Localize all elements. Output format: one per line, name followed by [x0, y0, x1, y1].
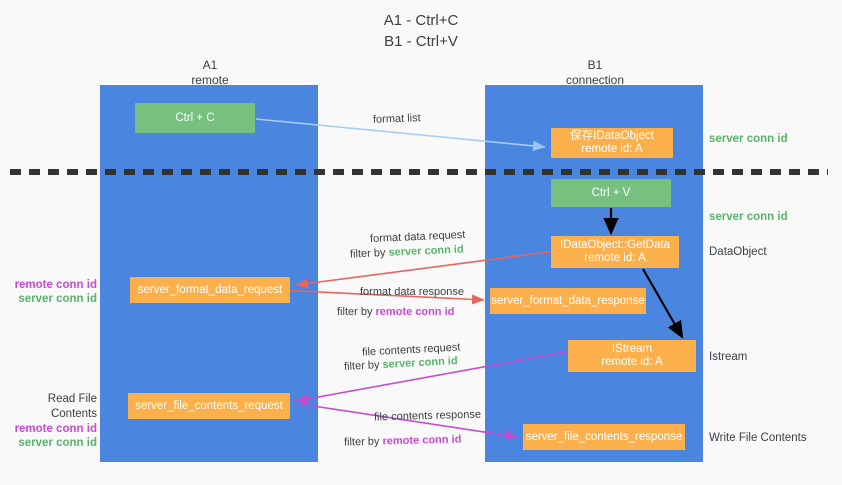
- edge-label-format-data-request-filter: filter by server conn id: [350, 243, 464, 262]
- node-getdata-line2: remote id: A: [584, 252, 646, 264]
- annotation-read-file-contents: Read File Contents: [47, 393, 97, 420]
- node-ctrl-c-label: Ctrl + C: [175, 111, 215, 124]
- filter-prefix-1: filter by: [349, 246, 389, 261]
- node-ctrl-v[interactable]: Ctrl + V: [551, 179, 671, 207]
- filter-prefix-3: filter by: [343, 358, 383, 373]
- diagram-title: A1 - Ctrl+C B1 - Ctrl+V: [0, 10, 842, 52]
- title-line-1: A1 - Ctrl+C: [383, 12, 459, 29]
- node-ctrl-c[interactable]: Ctrl + C: [135, 103, 255, 133]
- node-server-format-data-request[interactable]: server_format_data_request: [130, 277, 290, 303]
- phase-divider: [10, 169, 828, 175]
- node-server-file-contents-request-label: server_file_contents_request: [135, 399, 283, 412]
- edge-label-format-list: format list: [372, 112, 421, 126]
- annotation-left-1-server-conn-id: server conn id: [18, 293, 97, 305]
- filter-value-4: remote conn id: [382, 433, 462, 448]
- edge-label-format-data-response-filter: filter by remote conn id: [337, 305, 454, 319]
- annotation-left-2-server-conn-id: server conn id: [18, 437, 97, 449]
- annotation-left-2-remote-conn-id: remote conn id: [14, 423, 97, 435]
- node-save-idataobject-line2: remote id: A: [581, 143, 643, 155]
- annotation-dataobject: DataObject: [709, 246, 767, 258]
- node-idataobject-getdata[interactable]: IDataObject::GetData remote id: A: [551, 236, 679, 268]
- annotation-server-conn-id-top: server conn id: [709, 133, 788, 145]
- annotation-left-1-remote-conn-id: remote conn id: [14, 279, 97, 291]
- filter-value-1: server conn id: [388, 243, 464, 259]
- annotation-write-file-contents: Write File Contents: [709, 432, 807, 444]
- filter-prefix-2: filter by: [337, 306, 376, 318]
- node-save-idataobject-line1: 保存IDataObject: [570, 130, 654, 142]
- edge-label-file-contents-response-filter: filter by remote conn id: [344, 432, 462, 449]
- node-server-format-data-response-label: server_format_data_response: [491, 294, 645, 307]
- node-save-idataobject[interactable]: 保存IDataObject remote id: A: [551, 128, 673, 158]
- column-b1-subtitle: connection: [565, 73, 625, 87]
- annotation-server-conn-id-mid: server conn id: [709, 211, 788, 223]
- annotation-left-group-1: remote conn id server conn id: [11, 278, 97, 306]
- column-header-b1: B1 connection: [505, 58, 685, 88]
- node-istream[interactable]: IStream remote id: A: [568, 340, 696, 372]
- annotation-left-group-2: Read File Contents remote conn id server…: [11, 392, 97, 450]
- node-server-format-data-request-label: server_format_data_request: [137, 283, 283, 296]
- filter-value-3: server conn id: [382, 355, 458, 371]
- edge-label-file-contents-request-filter: filter by server conn id: [344, 354, 458, 374]
- node-ctrl-v-label: Ctrl + V: [591, 186, 631, 199]
- column-b1-name: B1: [587, 58, 603, 72]
- column-a1-name: A1: [202, 58, 218, 72]
- node-server-file-contents-request[interactable]: server_file_contents_request: [128, 393, 290, 419]
- node-istream-line2: remote id: A: [601, 356, 663, 368]
- node-server-format-data-response[interactable]: server_format_data_response: [490, 288, 646, 314]
- column-a1-subtitle: remote: [191, 73, 229, 87]
- edge-label-file-contents-response: file contents response: [373, 408, 482, 424]
- node-getdata-line1: IDataObject::GetData: [560, 239, 670, 251]
- column-header-a1: A1 remote: [120, 58, 300, 88]
- node-server-file-contents-response[interactable]: server_file_contents_response: [523, 424, 685, 450]
- annotation-istream: Istream: [709, 351, 748, 363]
- filter-prefix-4: filter by: [343, 435, 383, 449]
- edge-label-format-data-response: format data response: [360, 286, 464, 298]
- node-istream-line1: IStream: [611, 343, 653, 355]
- title-line-2: B1 - Ctrl+V: [384, 33, 458, 50]
- node-server-file-contents-response-label: server_file_contents_response: [525, 430, 683, 443]
- filter-value-2: remote conn id: [375, 306, 455, 318]
